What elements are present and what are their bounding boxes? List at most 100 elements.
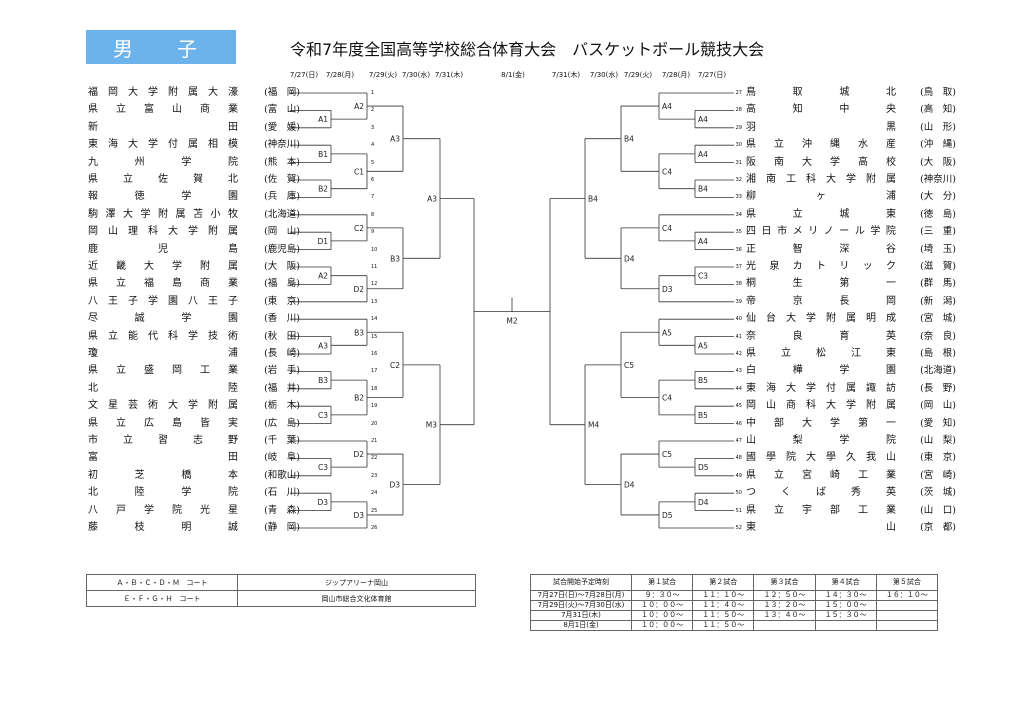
seed-number: 52 (735, 525, 742, 531)
schedule-time: １１：５０～ (692, 620, 755, 631)
team-name: 北陸学院 (88, 487, 238, 499)
game-label: B4 (588, 194, 598, 203)
seed-number: 45 (735, 403, 742, 410)
game-label: D3 (662, 285, 673, 294)
seed-number: 4 (371, 142, 375, 149)
seed-number: 6 (371, 177, 375, 183)
seed-number: 7 (371, 194, 375, 201)
game-label: D3 (353, 511, 364, 520)
team-prefecture: (茨 城) (920, 487, 956, 499)
seed-number: 51 (735, 507, 742, 514)
game-label: A5 (662, 328, 672, 337)
seed-number: 39 (735, 298, 742, 305)
schedule-header: 第２試合 (692, 574, 755, 591)
seed-number: 40 (735, 316, 742, 323)
team-name: 奈良育英 (746, 330, 896, 342)
gender-banner: 男 子 (86, 30, 236, 64)
game-label: A4 (698, 237, 708, 246)
team-prefecture: (栃 木) (264, 400, 300, 412)
team-name: 瓊浦 (88, 348, 238, 359)
schedule-time: １５：３０～ (814, 610, 877, 621)
schedule-header: 第５試合 (875, 574, 939, 591)
seed-number: 25 (371, 507, 378, 514)
seed-number: 5 (371, 159, 375, 166)
team-name: 県立広島皆実 (88, 417, 238, 429)
game-label: D3 (317, 498, 328, 507)
seed-number: 34 (735, 211, 742, 218)
seed-number: 29 (735, 124, 742, 131)
team-prefecture: (鹿児島) (264, 243, 300, 255)
team-name: 富田 (88, 452, 238, 464)
game-label: A3 (390, 135, 400, 144)
team-prefecture: (徳 島) (920, 208, 956, 220)
round-date: 7/27(日) (289, 71, 319, 79)
schedule-row: 7月31日(木)１０：００～１１：５０～１３：４０～１５：３０～ (530, 610, 939, 621)
team-name: 東海大学付属諏訪 (746, 382, 896, 394)
schedule-time: １０：００～ (630, 600, 694, 611)
game-label: D4 (624, 481, 635, 490)
round-date: 7/29(火) (368, 71, 398, 79)
team-name: 九州学院 (88, 156, 238, 168)
team-prefecture: (京 都) (920, 522, 956, 533)
schedule-time: １６：１０～ (875, 590, 939, 601)
team-prefecture: (香 川) (264, 313, 300, 325)
team-prefecture: (千 葉) (264, 435, 300, 446)
team-name: 帝京長岡 (746, 295, 896, 307)
team-name: 県立福島商業 (88, 278, 238, 290)
seed-number: 42 (735, 351, 742, 357)
venue-courts: Ｅ・Ｆ・Ｇ・Ｈ コート (86, 590, 238, 607)
team-name: 湘南工科大学附属 (746, 174, 896, 185)
team-prefecture: (宮 城) (920, 313, 956, 325)
seed-number: 13 (371, 298, 378, 305)
team-prefecture: (福 島) (264, 278, 300, 290)
seed-number: 47 (735, 438, 742, 444)
seed-number: 21 (371, 438, 378, 444)
game-label: D5 (662, 511, 673, 520)
team-name: 近畿大学附属 (88, 261, 238, 272)
team-prefecture: (広 島) (264, 417, 300, 429)
seed-number: 31 (735, 159, 742, 166)
schedule-date: 7月31日(木) (530, 610, 632, 621)
schedule-time: １１：１０～ (692, 590, 755, 601)
round-date: 7/31(木) (434, 71, 464, 79)
seed-number: 37 (735, 264, 742, 270)
team-prefecture: (埼 玉) (920, 243, 956, 255)
team-name: 四日市メリノール学院 (746, 226, 896, 238)
seed-number: 41 (735, 333, 742, 340)
seed-number: 11 (371, 264, 378, 270)
seed-number: 18 (371, 385, 378, 392)
tournament-title: 令和7年度全国高等学校総合体育大会 バスケットボール競技大会 (290, 40, 765, 59)
schedule-header: 第４試合 (814, 574, 877, 591)
round-date: 7/30(水) (401, 71, 431, 79)
seed-number: 16 (371, 351, 378, 357)
round-date: 7/29(火) (623, 71, 653, 79)
seed-number: 27 (735, 90, 742, 96)
game-label: C5 (624, 361, 634, 370)
schedule-time: １３：４０～ (753, 610, 816, 621)
team-prefecture: (岐 阜) (264, 452, 300, 464)
team-prefecture: (大 分) (920, 191, 956, 203)
team-name: 駒澤大学附属苫小牧 (88, 208, 238, 220)
game-label: C1 (354, 167, 364, 176)
schedule-time: １３：２０～ (753, 600, 816, 611)
round-date: 7/28(月) (661, 71, 691, 79)
team-name: 文星芸術大学附属 (88, 400, 238, 412)
seed-number: 30 (735, 142, 742, 149)
seed-number: 17 (371, 368, 378, 375)
team-prefecture: (北海道) (920, 365, 956, 377)
schedule-header: 第１試合 (630, 574, 694, 591)
team-prefecture: (島 根) (920, 348, 956, 359)
seed-number: 32 (735, 177, 742, 183)
team-prefecture: (山 形) (920, 121, 956, 133)
game-label: C2 (390, 361, 400, 370)
seed-number: 50 (735, 490, 742, 497)
schedule-header: 試合開始予定時刻 (530, 574, 632, 591)
team-prefecture: (宮 崎) (920, 469, 956, 481)
schedule-time (753, 620, 816, 631)
team-prefecture: (長 野) (920, 382, 956, 394)
seed-number: 2 (371, 107, 375, 114)
team-prefecture: (三 重) (920, 226, 956, 238)
team-name: 山梨学院 (746, 435, 896, 446)
team-prefecture: (愛 媛) (264, 121, 300, 133)
team-prefecture: (神奈川) (920, 174, 956, 185)
